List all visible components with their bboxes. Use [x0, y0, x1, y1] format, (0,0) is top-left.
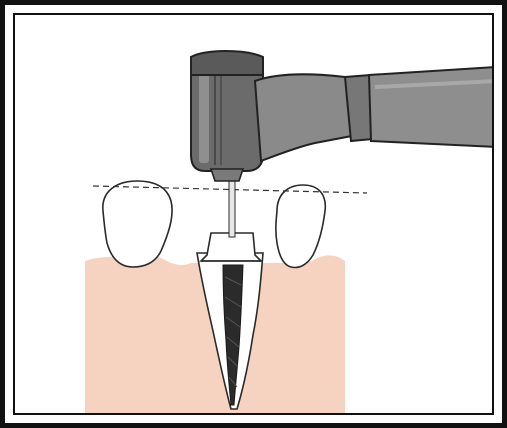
left-tooth-icon	[103, 181, 172, 267]
handpiece-handle-icon	[369, 67, 494, 147]
handpiece-head-cap	[191, 51, 263, 75]
dental-illustration	[15, 15, 494, 415]
right-tooth-icon	[276, 185, 325, 268]
handpiece-neck-icon	[255, 74, 357, 161]
figure-inner-border	[13, 13, 494, 415]
handpiece-head-highlight	[199, 71, 209, 163]
endodontic-file-icon	[229, 173, 235, 237]
handpiece-chuck-icon	[211, 169, 243, 181]
